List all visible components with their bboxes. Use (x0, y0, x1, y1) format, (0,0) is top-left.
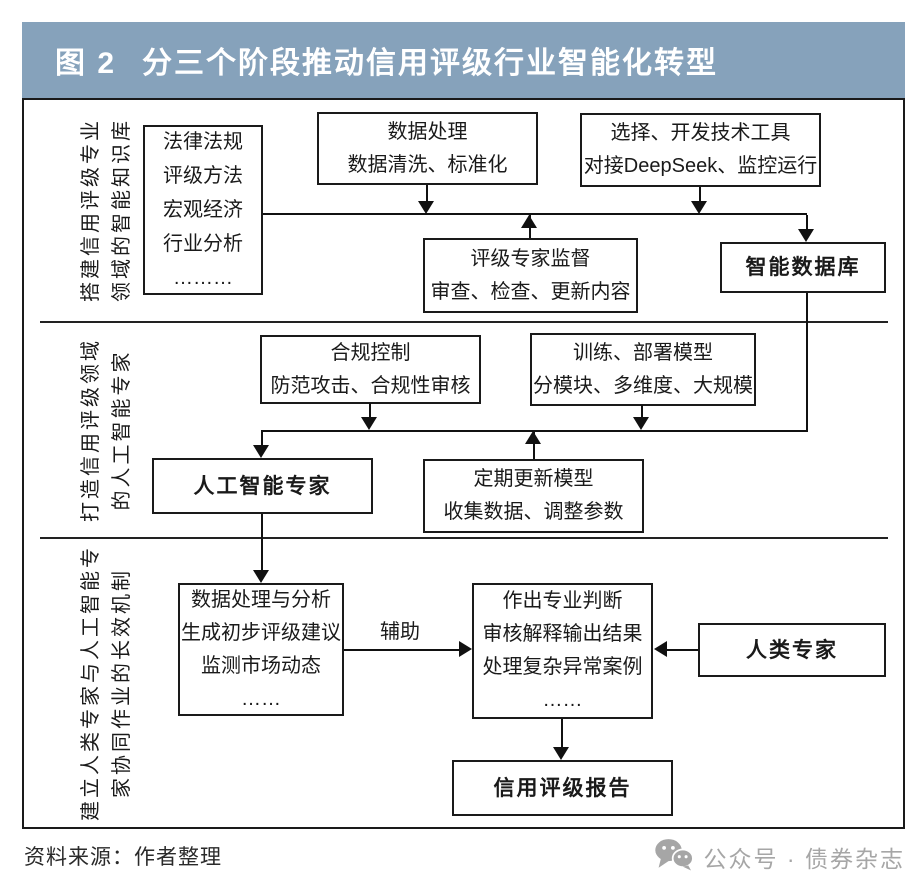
box-knowledge-sources: 法律法规 评级方法 宏观经济 行业分析 ……… (143, 125, 263, 295)
arrowhead-aitasks-down-icon (253, 570, 269, 583)
figure-number: 图 2 (55, 47, 117, 80)
arrowhead-update-up-icon (525, 431, 541, 444)
box-smart-database: 智能数据库 (720, 242, 886, 293)
box-tech-tools: 选择、开发技术工具 对接DeepSeek、监控运行 (580, 113, 821, 187)
box-model-training: 训练、部署模型 分模块、多维度、大规模 (530, 333, 756, 406)
arrowhead-aiexpert-down-icon (253, 445, 269, 458)
wechat-badge-text: 公众号 · 债券杂志 (703, 846, 905, 872)
connector-database-down (806, 293, 808, 432)
stage-divider-2 (40, 537, 888, 539)
stage-1-side-label: 搭建信用评级专业 领域的智能知识库 (80, 118, 133, 302)
box-rating-report: 信用评级报告 (452, 760, 673, 816)
connector-training-down (641, 405, 643, 418)
connector-update-up (533, 431, 535, 459)
connector-bus-stage1 (263, 213, 807, 215)
stage-2-side-label: 打造信用评级领域 的人工智能专家 (80, 338, 133, 522)
box-human-tasks: 作出专业判断 审核解释输出结果 处理复杂异常案例 …… (472, 583, 653, 719)
arrowhead-assist-right-icon (459, 641, 472, 657)
stage-divider-1 (40, 321, 888, 323)
arrowhead-report-down-icon (553, 747, 569, 760)
connector-assist (344, 649, 460, 651)
figure-title: 分三个阶段推动信用评级行业智能化转型 (142, 47, 719, 80)
connector-tasks-to-report (561, 719, 563, 747)
box-data-processing: 数据处理 数据清洗、标准化 (317, 112, 538, 185)
arrowhead-tools-down-icon (691, 201, 707, 214)
arrowhead-compliance-down-icon (361, 417, 377, 430)
connector-human-to-tasks (666, 649, 698, 651)
connector-compliance-down (369, 403, 371, 418)
box-expert-supervision: 评级专家监督 审查、检查、更新内容 (423, 238, 638, 313)
connector-bus-to-database (806, 215, 808, 230)
box-compliance-control: 合规控制 防范攻击、合规性审核 (260, 335, 481, 404)
connector-tools-down (699, 187, 701, 202)
arrowhead-human-left-icon (654, 641, 667, 657)
arrowhead-supervision-up-icon (521, 215, 537, 228)
assist-edge-label: 辅助 (380, 621, 420, 643)
stage-3-side-label: 建立人类专家与人工智能专 家协同作业的长效机制 (80, 545, 133, 821)
box-human-expert: 人类专家 (698, 623, 886, 677)
box-ai-expert: 人工智能专家 (152, 458, 373, 514)
box-ai-tasks: 数据处理与分析 生成初步评级建议 监测市场动态 …… (178, 583, 344, 716)
connector-bus-to-aiexpert (261, 432, 263, 445)
arrowhead-dataproc-down-icon (418, 201, 434, 214)
figure-header: 图 2 分三个阶段推动信用评级行业智能化转型 (22, 22, 905, 98)
wechat-logo-icon (654, 838, 694, 876)
connector-dataproc-down (426, 185, 428, 202)
box-model-update: 定期更新模型 收集数据、调整参数 (423, 459, 644, 533)
source-note: 资料来源：作者整理 (24, 846, 222, 869)
arrowhead-training-down-icon (633, 417, 649, 430)
connector-aiexpert-to-aitasks (261, 514, 263, 570)
wechat-badge: 公众号 · 债券杂志 (654, 838, 905, 876)
arrowhead-database-down-icon (798, 229, 814, 242)
